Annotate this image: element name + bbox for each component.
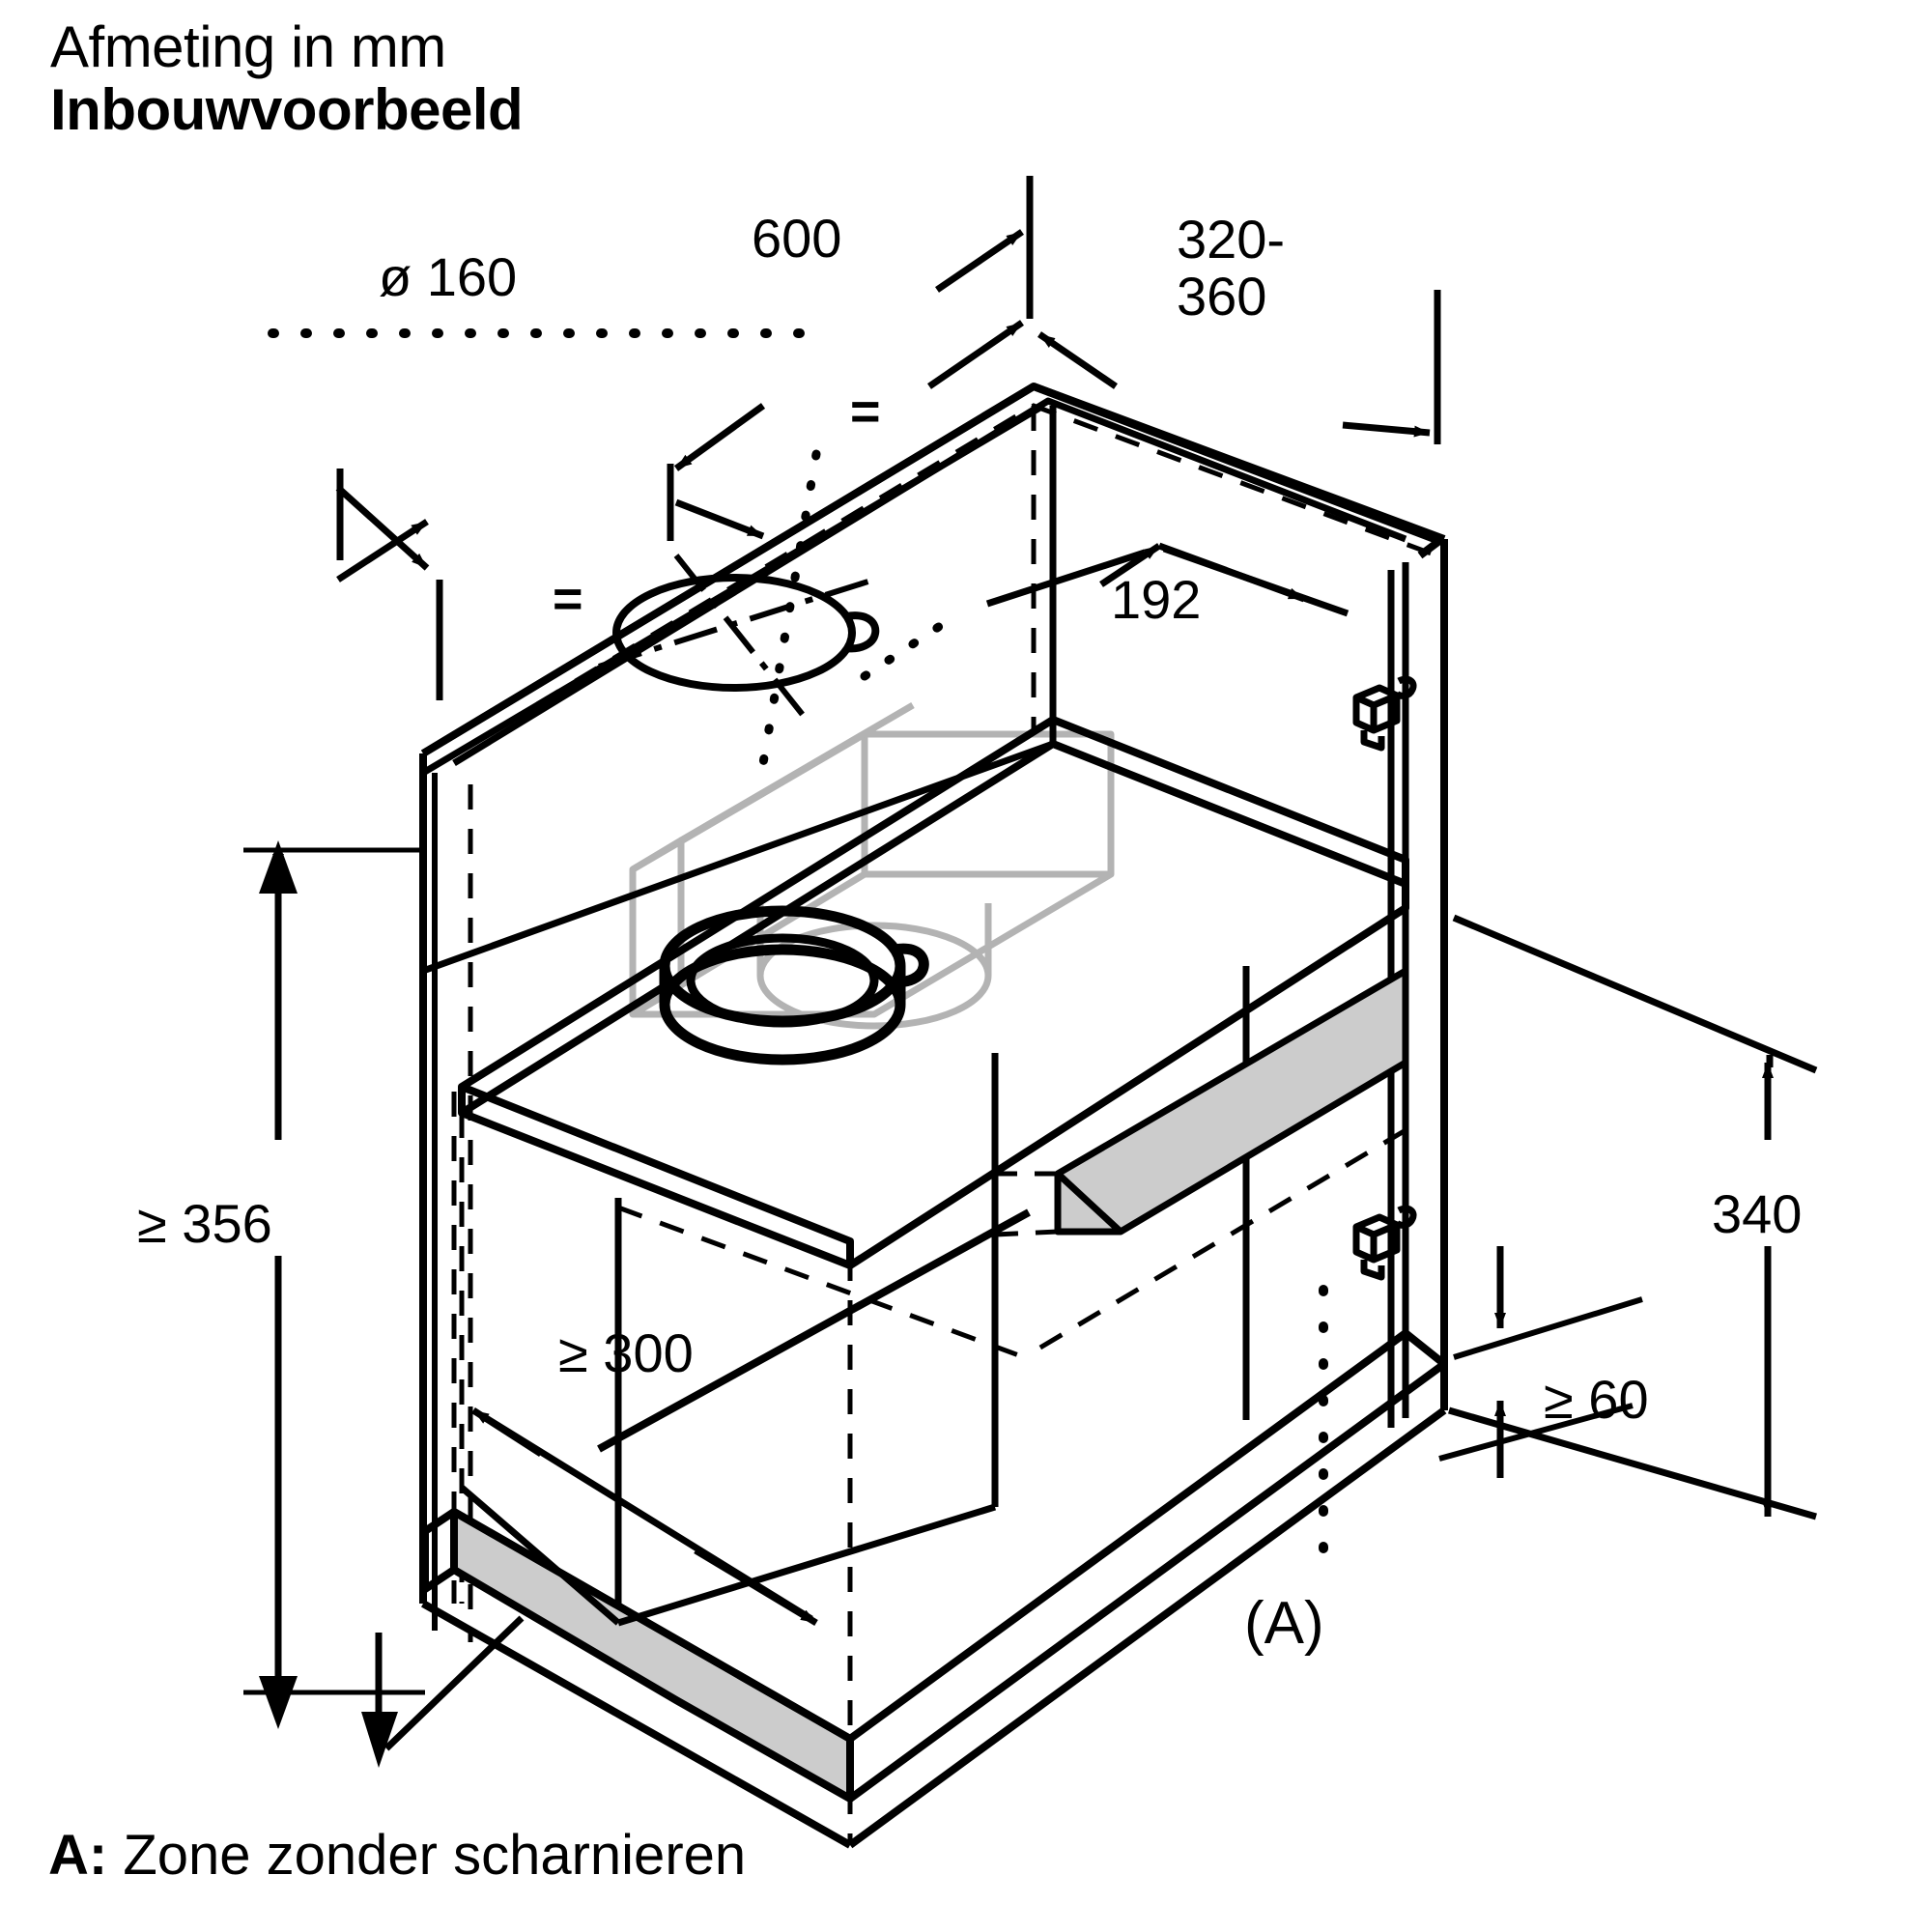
dim-label-300: ≥ 300 [558,1322,694,1383]
dim-ext-60 [1438,1296,1643,1462]
legend-description: Zone zonder scharnieren [107,1824,747,1887]
dim-equal-left-arrows [335,469,443,700]
dim-label-320-360: 320- 360 [1177,211,1285,326]
top-outlet-centerlines [598,554,875,722]
dim-label-320-360-line2: 360 [1177,266,1267,327]
cabinet-bottom-panel [597,1208,1447,1803]
legend-caption-line: A: Zone zonder scharnieren [48,1828,1497,1884]
dim-label-diameter-160: ø 160 [379,246,518,307]
dim-line-300 [471,1407,818,1627]
page-title-subject: Inbouwvoorbeeld [50,77,524,143]
dim-line-340 [1762,1055,1774,1517]
dim-leader-192-dot [860,613,956,681]
dim-label-356: ≥ 356 [137,1193,272,1254]
dim-ext-356 [243,847,425,1695]
ghost-duct-outline [629,701,1115,1018]
page-title-units: Afmeting in mm [50,14,446,79]
dim-line-600 [927,176,1034,389]
legend-key: A: [48,1824,108,1887]
dim-label-600: 600 [752,208,842,269]
hinge-icon-lower [1352,1205,1417,1281]
dim-line-192 [985,542,1350,617]
equal-mark-left: = [553,570,583,628]
duct-axis-dotted [758,449,821,768]
zone-a-shaded-panel-hidden [992,1171,1059,1237]
zone-a-callout-label: (A) [1244,1590,1324,1657]
legend-caption: A: Zone zonder scharnieren [48,1828,1497,1884]
dim-label-340: 340 [1712,1183,1803,1244]
cabinet-upper-back-wall [419,406,1057,975]
dim-label-192: 192 [1111,569,1202,630]
dim-label-60: ≥ 60 [1544,1369,1649,1430]
equal-mark-right: = [850,383,881,440]
cabinet-lower-compartment [614,966,1250,1623]
zone-a-shaded-panel [1054,967,1409,1236]
dim-line-356-arrowheads [259,840,298,1729]
plinth-leader-arrowhead [361,1712,398,1768]
plinth-leader [375,1615,525,1751]
cabinet-middle-shelf [458,716,1409,1269]
dim-equal-right-arrows [667,403,766,541]
dim-leader-340-upper [1452,914,1818,1074]
cabinet-top-shelf [421,397,1407,777]
lower-compartment-floor [459,1485,997,1627]
hinge-icon-upper [1352,675,1417,752]
dim-label-320-360-line1: 320- [1177,209,1286,270]
dim-leader-340-lower [1448,1406,1817,1520]
page-title: Afmeting in mm Inbouwvoorbeeld [50,14,1209,143]
duct-collar-inner [686,933,879,1028]
dim-line-320-360 [1037,290,1441,444]
top-outlet-opening [612,574,880,692]
bottom-plinth-edges [421,1508,854,1799]
